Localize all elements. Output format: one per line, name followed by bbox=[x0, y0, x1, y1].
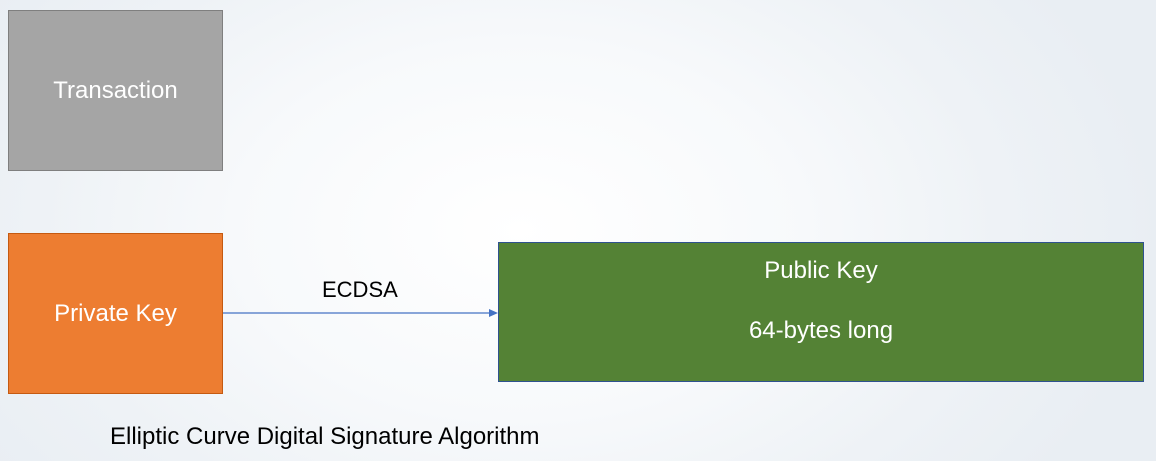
transaction-label: Transaction bbox=[53, 76, 178, 104]
transaction-box: Transaction bbox=[8, 10, 223, 171]
public-key-box: Public Key 64-bytes long bbox=[498, 242, 1144, 382]
private-key-label: Private Key bbox=[54, 299, 177, 327]
private-key-box: Private Key bbox=[8, 233, 223, 394]
ecdsa-arrow-head bbox=[489, 309, 498, 317]
public-key-title: Public Key bbox=[764, 257, 878, 284]
ecdsa-edge-label: ECDSA bbox=[322, 277, 398, 302]
diagram-caption: Elliptic Curve Digital Signature Algorit… bbox=[110, 423, 540, 450]
public-key-subtitle: 64-bytes long bbox=[748, 317, 894, 344]
